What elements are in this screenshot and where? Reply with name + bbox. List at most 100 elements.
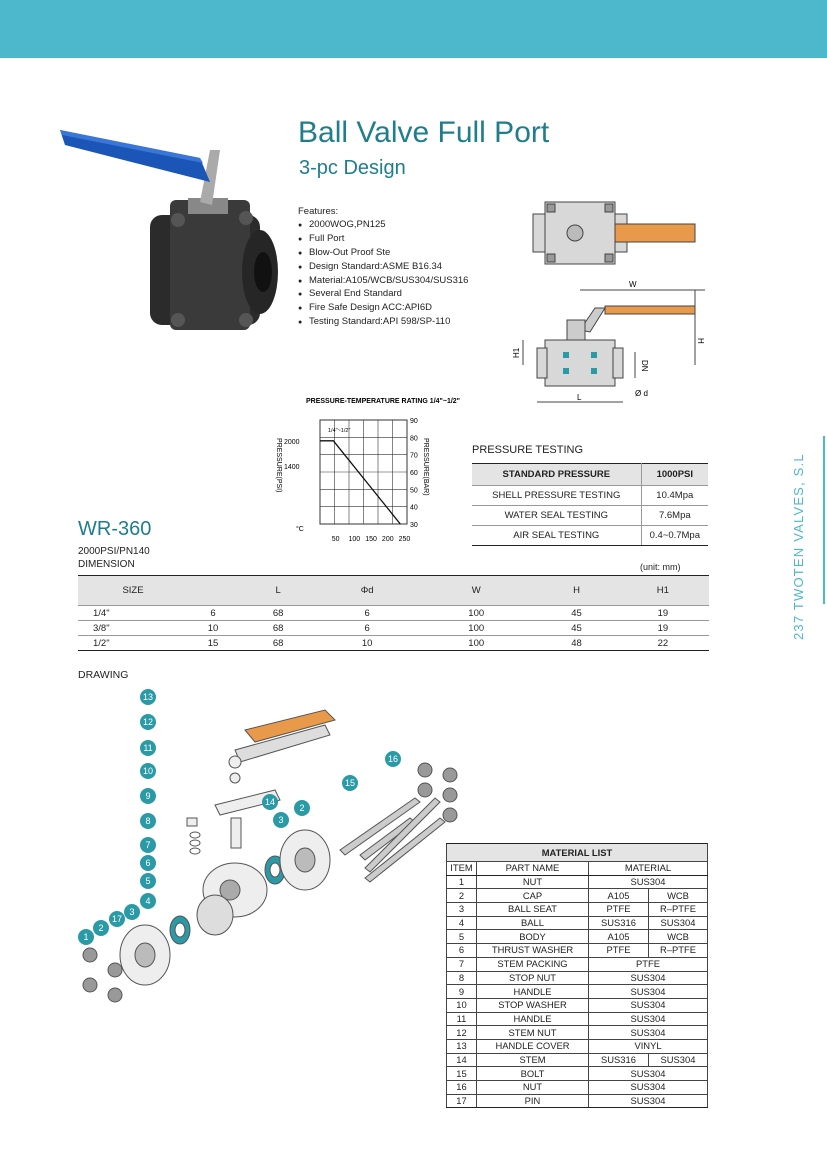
chart-y2-label: PRESSURE(BAR) [422, 438, 429, 496]
chart-x-label: °C [296, 525, 304, 533]
mat-cell: SUS304 [648, 915, 708, 931]
callout-3b: 3 [273, 812, 289, 828]
dim-cell: 10 [188, 620, 238, 636]
callout-6: 6 [140, 855, 156, 871]
mat-cell: NUT [476, 1080, 589, 1095]
mat-cell: 14 [446, 1052, 477, 1068]
mat-cell: SUS304 [588, 1066, 708, 1081]
dim-cell: 1/2" [78, 635, 188, 651]
mat-cell: WCB [648, 888, 708, 904]
chart-y-label: PRESSURE(PSI) [275, 438, 282, 492]
mat-cell: 16 [446, 1080, 477, 1095]
dim-cell: 68 [238, 605, 319, 621]
chart-y-tick: 1400 [284, 464, 300, 471]
mat-cell: 5 [446, 929, 477, 945]
dim-header: H [536, 575, 617, 606]
mat-cell: SUS316 [588, 1052, 649, 1068]
model-sub: 2000PSI/PN140 DIMENSION [78, 545, 150, 571]
mat-cell: 7 [446, 956, 477, 972]
mat-cell: 12 [446, 1025, 477, 1040]
mat-cell: THRUST WASHER [476, 943, 589, 958]
drawing-label: DRAWING [78, 669, 129, 681]
dim-l: L [577, 393, 582, 402]
mat-cell: STEM PACKING [476, 956, 589, 972]
chart-x-tick: 50 [332, 536, 340, 543]
mat-cell: 6 [446, 943, 477, 958]
dim-cell: 6 [318, 620, 417, 636]
mat-cell: SUS304 [588, 970, 708, 986]
press-cell: 0.4~0.7Mpa [641, 525, 708, 546]
table-row: SHELL PRESSURE TESTING 10.4Mpa [472, 485, 708, 506]
mat-cell: PTFE [588, 902, 649, 917]
callout-3: 3 [124, 904, 140, 920]
dimension-label: DIMENSION [78, 559, 135, 570]
mat-cell: 4 [446, 915, 477, 931]
mat-cell: SUS304 [588, 1093, 708, 1109]
mat-cell: SUS304 [588, 997, 708, 1013]
mat-cell: NUT [476, 874, 589, 890]
feature-item: Full Port [298, 233, 468, 247]
callout-7: 7 [140, 837, 156, 853]
table-row: AIR SEAL TESTING 0.4~0.7Mpa [472, 525, 708, 546]
mat-cell: 9 [446, 984, 477, 999]
table-row: WATER SEAL TESTING 7.6Mpa [472, 505, 708, 526]
mat-cell: PTFE [588, 956, 708, 972]
chart-x-tick: 100 [348, 536, 360, 543]
mat-cell: 8 [446, 970, 477, 986]
press-cell: SHELL PRESSURE TESTING [472, 485, 642, 506]
mat-cell: STOP WASHER [476, 997, 589, 1013]
dim-cell: 3/8" [78, 620, 188, 636]
dim-header: SIZE [78, 575, 188, 606]
mat-cell: 2 [446, 888, 477, 904]
callout-9: 9 [140, 788, 156, 804]
mat-cell: BOLT [476, 1066, 589, 1081]
mat-cell: STEM NUT [476, 1025, 589, 1040]
callout-16: 16 [385, 751, 401, 767]
mat-cell: CAP [476, 888, 589, 904]
features-heading: Features: [298, 206, 339, 217]
chart-y2-tick: 80 [410, 435, 418, 442]
callout-14: 14 [262, 794, 278, 810]
table-row: 1/2" 15 68 10 100 48 22 [78, 635, 709, 651]
dim-header: H1 [616, 575, 709, 606]
dim-cell: 68 [238, 620, 319, 636]
mat-cell: BALL SEAT [476, 902, 589, 917]
chart-y2-tick: 70 [410, 453, 418, 460]
dim-d: Ø d [635, 389, 648, 398]
side-label: 237 TWOTEN VALVES, S.L [791, 453, 806, 640]
chart-legend: 1/4"~1/2" [328, 428, 350, 434]
side-divider [823, 436, 825, 604]
dim-cell: 6 [318, 605, 417, 621]
mat-header: ITEM [446, 861, 477, 876]
dim-h1: H1 [512, 347, 521, 358]
dim-header [188, 575, 238, 606]
callout-8: 8 [140, 813, 156, 829]
mat-header: PART NAME [476, 861, 589, 876]
chart-y2-tick: 50 [410, 487, 418, 494]
dim-cell: 100 [416, 620, 537, 636]
chart-x-tick: 150 [365, 536, 377, 543]
mat-cell: R–PTFE [648, 902, 708, 917]
dim-h: H [696, 338, 705, 344]
press-cell: 10.4Mpa [641, 485, 708, 506]
feature-item: Testing Standard:API 598/SP-110 [298, 316, 468, 330]
dim-cell: 45 [536, 620, 617, 636]
press-cell: WATER SEAL TESTING [472, 505, 642, 526]
mat-cell: SUS304 [588, 1080, 708, 1095]
model-name: WR-360 [78, 518, 152, 540]
dim-dn: DN [640, 360, 649, 372]
mat-cell: 11 [446, 1011, 477, 1027]
mat-cell: WCB [648, 929, 708, 945]
